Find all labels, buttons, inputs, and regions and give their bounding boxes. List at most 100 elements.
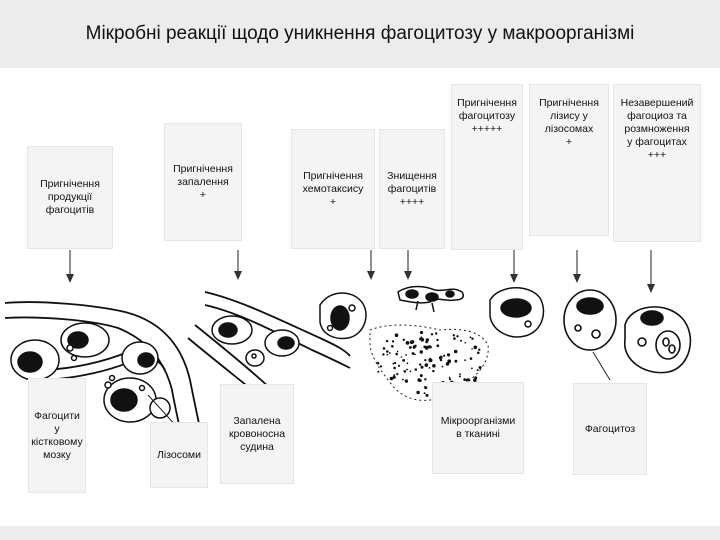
microbe-dot <box>413 346 416 349</box>
microbe-dot <box>382 353 385 356</box>
microbe-dot <box>409 340 414 345</box>
microbe-dot <box>403 370 407 373</box>
label-phagocytosis-inhibition: Пригнічення фагоцитозу +++++ <box>451 84 523 250</box>
label-microbes-in-tissue: Мікроорганізми в тканині <box>432 382 524 474</box>
phagocytosis-inhibition-cell <box>489 287 545 338</box>
microbe-dot <box>463 378 467 381</box>
microbe-dot <box>477 351 480 355</box>
microbe-dot <box>377 370 380 373</box>
microbe-dot <box>386 353 389 356</box>
microbe-dot <box>424 378 427 381</box>
microbe-dot <box>458 375 461 378</box>
label-incomplete-phagocytosis: Незавершений фагоциоз та розмноження у ф… <box>613 84 701 242</box>
microbe-tissue <box>369 324 489 401</box>
microbe-dot <box>414 368 418 371</box>
microbe-dot <box>454 359 458 363</box>
microbe-dot <box>404 379 409 383</box>
label-lysis-inhibition: Пригнічення лізису у лізосомах + <box>529 84 609 236</box>
microbe-dot <box>406 368 408 371</box>
microbe-dot <box>471 337 474 340</box>
microbe-dot <box>382 347 386 350</box>
marrow-cells <box>10 322 171 423</box>
microbe-dot <box>405 354 407 356</box>
incomplete-phagocytosis-cell <box>624 306 692 374</box>
microbe-dot <box>425 346 429 350</box>
microbe-dot <box>425 340 428 344</box>
microbe-dot <box>447 359 452 364</box>
microbe-dot <box>409 346 412 349</box>
microbe-dot <box>397 364 401 367</box>
microbe-dot <box>425 393 429 397</box>
microbe-dot <box>395 352 399 356</box>
microbe-dot <box>402 338 405 341</box>
microbe-dot <box>419 330 424 335</box>
microbe-dot <box>448 378 452 381</box>
microbe-dot <box>430 333 434 336</box>
microbe-dot <box>402 378 404 381</box>
label-phagocytosis: Фагоцитоз <box>573 383 647 475</box>
microbe-dot <box>400 356 403 358</box>
microbe-dot <box>416 390 420 395</box>
microbe-dot <box>473 345 478 350</box>
label-bone-marrow-phagocytes: Фагоцити у кістковому мозку <box>28 378 86 493</box>
microbe-dot <box>478 348 481 351</box>
destroyed-phagocyte <box>397 285 465 313</box>
microbe-dot <box>465 378 469 382</box>
microbe-dot <box>392 362 395 365</box>
microbe-dot <box>420 336 423 339</box>
microbe-dot <box>478 366 482 369</box>
arrows <box>66 250 655 293</box>
microbe-dot <box>471 348 473 350</box>
microbe-dot <box>394 361 397 365</box>
microbe-dot <box>385 339 389 343</box>
microbe-dot <box>419 363 422 366</box>
microbe-dot <box>419 350 423 354</box>
microbe-dot <box>453 349 458 354</box>
page-title: Мікробні реакції щодо уникнення фагоцито… <box>85 23 635 44</box>
lysis-cell <box>563 289 617 351</box>
microbe-dot <box>424 359 427 362</box>
microbe-dot <box>417 378 421 382</box>
microbe-dot <box>460 339 462 342</box>
phagocytosis-pointer <box>592 351 611 381</box>
microbe-dot <box>419 374 423 378</box>
microbe-dot <box>388 352 391 354</box>
microbe-dot <box>436 338 439 342</box>
footer-bar <box>0 526 720 540</box>
chemotaxis-cell <box>319 292 367 340</box>
microbe-dot <box>428 345 432 349</box>
microbe-dot <box>435 332 438 335</box>
label-production-inhibition: Пригнічення продукції фагоцитів <box>27 146 113 249</box>
microbe-dot <box>441 365 444 368</box>
microbe-dot <box>432 364 436 368</box>
microbe-dot <box>391 340 395 343</box>
microbe-dot <box>391 345 394 348</box>
microbe-dot <box>471 367 473 370</box>
microbe-dot <box>393 366 396 370</box>
microbe-dot <box>443 354 446 357</box>
microbe-dot <box>405 341 410 345</box>
microbe-dot <box>459 373 461 375</box>
microbe-dot <box>390 376 394 380</box>
microbe-dot <box>439 358 443 362</box>
microbe-dot <box>452 334 455 337</box>
microbe-dot <box>423 392 426 395</box>
microbe-dot <box>402 359 405 362</box>
microbe-dot <box>464 342 467 344</box>
microbe-dot <box>469 357 473 360</box>
microbe-dot <box>448 376 451 379</box>
microbe-dot <box>469 336 472 339</box>
microbe-dot <box>453 337 456 340</box>
microbe-dot <box>409 370 412 373</box>
microbe-dot <box>393 374 396 377</box>
microbe-dot <box>456 335 459 338</box>
microbe-dots <box>376 330 482 397</box>
microbe-dot <box>473 378 477 383</box>
label-inflammation-inhibition: Пригнічення запалення + <box>164 123 242 241</box>
microbe-dot <box>386 350 389 353</box>
microbe-dot <box>424 363 429 367</box>
label-inflamed-vessel: Запалена кровоносна судина <box>220 384 294 484</box>
microbe-dot <box>420 365 424 369</box>
microbe-dot <box>436 344 440 348</box>
